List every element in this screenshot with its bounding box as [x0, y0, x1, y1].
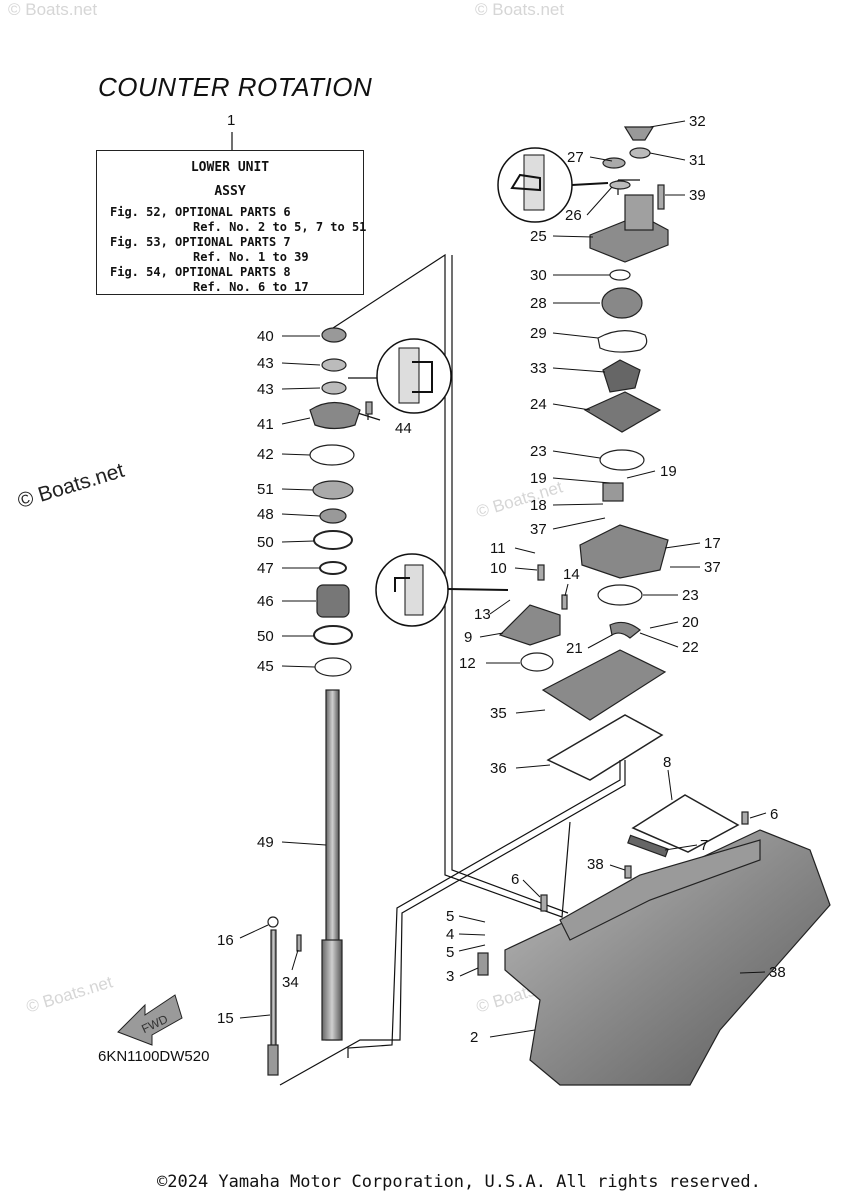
- callout-label: 46: [257, 593, 274, 610]
- callout-label: 33: [530, 360, 547, 377]
- detail-inset-icon: [497, 147, 609, 223]
- callout-label: 14: [563, 566, 580, 583]
- callout-label: 37: [530, 521, 547, 538]
- callout-label: 28: [530, 295, 547, 312]
- watermark: © Boats.net: [8, 0, 98, 19]
- callout-label: 4: [446, 926, 454, 943]
- callout-label: 10: [490, 560, 507, 577]
- legend-line-2: ASSY: [214, 184, 246, 199]
- watermark: © Boats.net: [475, 0, 565, 19]
- callout-label: 15: [217, 1010, 234, 1027]
- callout-label: 21: [566, 640, 583, 657]
- legend-fig54-ref: Ref. No. 6 to 17: [193, 280, 309, 294]
- callout-label: 7: [700, 837, 708, 854]
- callout-label: 37: [704, 559, 721, 576]
- diagram-title: COUNTER ROTATION: [98, 72, 373, 102]
- callout-label: 24: [530, 396, 547, 413]
- callout-label: 23: [530, 443, 547, 460]
- left-parts: [267, 327, 373, 1076]
- callout-label: 20: [682, 614, 699, 631]
- diagram-code: 6KN1100DW520: [98, 1048, 210, 1065]
- callout-label: 35: [490, 705, 507, 722]
- callout-label: 34: [282, 974, 299, 991]
- callout-label: 5: [446, 908, 454, 925]
- legend-fig53: Fig. 53, OPTIONAL PARTS 7: [110, 235, 291, 249]
- legend-fig54: Fig. 54, OPTIONAL PARTS 8: [110, 265, 291, 279]
- callout-label: 3: [446, 968, 454, 985]
- detail-inset-icon: [376, 338, 452, 414]
- callout-label: 27: [567, 149, 584, 166]
- callout-label: 22: [682, 639, 699, 656]
- callout-labels: 1 2 3 4 5 5 6 6 7 8 9 10 11 12 13 14 15 …: [217, 112, 786, 1046]
- callout-leaders: [239, 120, 767, 1038]
- callout-label: 42: [257, 446, 274, 463]
- legend-line-1: LOWER UNIT: [190, 160, 270, 175]
- callout-label: 38: [769, 964, 786, 981]
- callout-label: 17: [704, 535, 721, 552]
- callout-label: 12: [459, 655, 476, 672]
- legend-fig53-ref: Ref. No. 1 to 39: [193, 250, 309, 264]
- callout-label: 23: [682, 587, 699, 604]
- callout-label: 26: [565, 207, 582, 224]
- callout-label: 44: [395, 420, 412, 437]
- legend-fig52-ref: Ref. No. 2 to 5, 7 to 51: [193, 220, 367, 234]
- callout-label: 51: [257, 481, 274, 498]
- callout-label: 50: [257, 534, 274, 551]
- callout-label: 9: [464, 629, 472, 646]
- callout-label: 50: [257, 628, 274, 645]
- callout-label: 5: [446, 944, 454, 961]
- callout-label: 29: [530, 325, 547, 342]
- callout-label: 45: [257, 658, 274, 675]
- callout-label: 38: [587, 856, 604, 873]
- callout-label: 43: [257, 355, 274, 372]
- callout-label: 25: [530, 228, 547, 245]
- callout-label: 19: [660, 463, 677, 480]
- callout-label: 47: [257, 560, 274, 577]
- callout-label: 40: [257, 328, 274, 345]
- callout-label: 41: [257, 416, 274, 433]
- fwd-arrow-icon: FWD: [117, 994, 183, 1046]
- copyright-notice: ©2024 Yamaha Motor Corporation, U.S.A. A…: [157, 1172, 761, 1192]
- callout-label: 1: [227, 112, 235, 129]
- right-parts: [477, 126, 831, 1086]
- callout-label: 18: [530, 497, 547, 514]
- callout-label: 6: [770, 806, 778, 823]
- callout-label: 39: [689, 187, 706, 204]
- legend-box: LOWER UNIT ASSY Fig. 52, OPTIONAL PARTS …: [96, 150, 367, 295]
- callout-label: 30: [530, 267, 547, 284]
- callout-label: 48: [257, 506, 274, 523]
- callout-label: 16: [217, 932, 234, 949]
- callout-label: 13: [474, 606, 491, 623]
- callout-label: 6: [511, 871, 519, 888]
- legend-fig52: Fig. 52, OPTIONAL PARTS 6: [110, 205, 291, 219]
- callout-label: 2: [470, 1029, 478, 1046]
- callout-label: 11: [490, 540, 506, 557]
- callout-label: 43: [257, 381, 274, 398]
- callout-label: 8: [663, 754, 671, 771]
- callout-label: 31: [689, 152, 706, 169]
- callout-label: 19: [530, 470, 547, 487]
- callout-label: 36: [490, 760, 507, 777]
- callout-label: 32: [689, 113, 706, 130]
- assembly-lines: [279, 179, 640, 1086]
- callout-label: 49: [257, 834, 274, 851]
- detail-inset-icon: [375, 553, 509, 627]
